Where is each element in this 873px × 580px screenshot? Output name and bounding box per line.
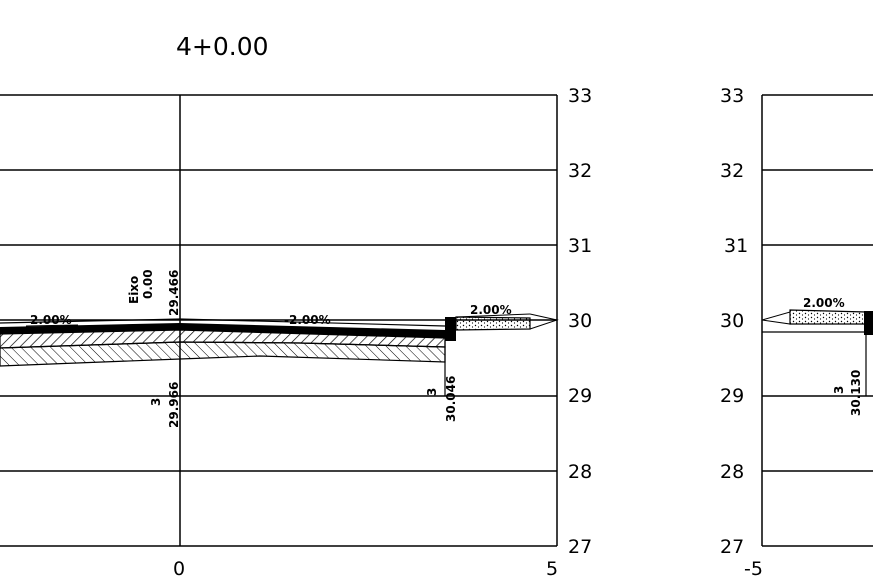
- right-panel: 2.00% 3 30.130 33 32 31 30 29 28 27 -5: [720, 85, 873, 580]
- centerline-offset: 0.00: [141, 269, 155, 299]
- right-curb: [864, 311, 873, 335]
- slope-label-left: 2.00%: [30, 313, 72, 327]
- centerline-elevation: 29.466: [167, 270, 181, 316]
- y-tick-27: 27: [568, 536, 592, 558]
- finished-grade-left: [0, 318, 181, 324]
- x-tick-5: 5: [546, 558, 558, 580]
- right-y-tick-33: 33: [720, 85, 744, 107]
- right-edge-point-layer-value: 3: [832, 386, 846, 394]
- slope-label-right: -2.00%: [284, 313, 331, 327]
- sidewalk: [455, 316, 531, 331]
- center-point-elevation: 29.966: [167, 382, 181, 428]
- center-point-elevation-value: 29.966: [167, 382, 181, 428]
- y-tick-32: 32: [568, 160, 592, 182]
- sidewalk-top-line: [455, 313, 531, 318]
- y-tick-33: 33: [568, 85, 592, 107]
- x-tick-0: 0: [173, 558, 185, 580]
- centerline-label: Eixo: [127, 276, 141, 304]
- centerline-elevation-value: 29.466: [167, 270, 181, 316]
- right-embankment-slope: [761, 311, 791, 325]
- pavement-subbase-layer: [0, 341, 446, 367]
- y-tick-30: 30: [568, 310, 592, 332]
- center-point-layer: 3: [149, 398, 163, 406]
- right-y-tick-32: 32: [720, 160, 744, 182]
- right-slope-label-sidewalk: 2.00%: [803, 296, 845, 310]
- pavement-surface-course: [0, 323, 445, 338]
- slope-label-sidewalk: 2.00%: [470, 303, 512, 317]
- right-y-tick-29: 29: [720, 385, 744, 407]
- embankment-slope: [529, 313, 559, 330]
- right-y-tick-27: 27: [720, 536, 744, 558]
- y-tick-31: 31: [568, 235, 592, 257]
- y-tick-29: 29: [568, 385, 592, 407]
- edge-point-elevation-value: 30.046: [444, 376, 458, 422]
- finished-grade-right: [179, 318, 446, 327]
- edge-point-elevation: 30.046: [444, 376, 458, 422]
- edge-point-layer-value: 3: [425, 388, 439, 396]
- right-sidewalk: [789, 309, 867, 325]
- center-point-layer-value: 3: [149, 398, 163, 406]
- right-edge-point-layer: 3: [832, 386, 846, 394]
- right-y-tick-31: 31: [724, 235, 748, 257]
- right-x-tick-minus5: -5: [744, 558, 763, 580]
- curb: [445, 317, 456, 341]
- right-edge-point-elevation: 30.130: [849, 370, 863, 416]
- y-tick-28: 28: [568, 461, 592, 483]
- right-y-tick-28: 28: [720, 461, 744, 483]
- left-panel: 2.00% -2.00% 2.00% Eixo 0.00 29.466 3 29…: [0, 85, 592, 580]
- slope-label-left-underline: [25, 324, 79, 327]
- right-edge-point-elevation-value: 30.130: [849, 370, 863, 416]
- right-y-tick-30: 30: [720, 310, 744, 332]
- edge-point-layer: 3: [425, 388, 439, 396]
- centerline-offset-value: 0.00: [141, 269, 155, 299]
- centerline-name: Eixo: [127, 276, 141, 304]
- section-title: 4+0.00: [176, 32, 269, 61]
